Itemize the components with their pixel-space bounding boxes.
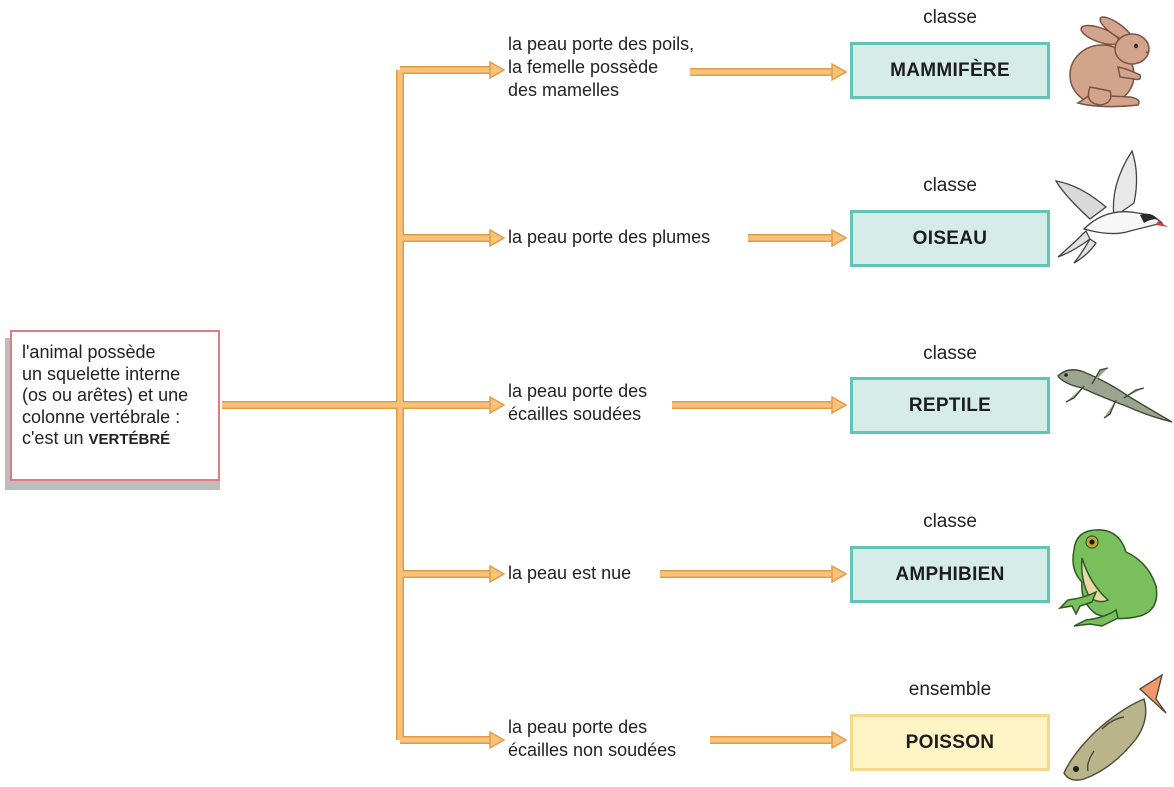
criterion-line: la peau est nue bbox=[508, 563, 632, 583]
frog-icon bbox=[1057, 529, 1158, 627]
criterion-line: la peau porte des plumes bbox=[508, 227, 711, 247]
root-line: colonne vertébrale : bbox=[22, 406, 181, 427]
arrowhead bbox=[831, 62, 848, 82]
fish-icon bbox=[1063, 673, 1167, 781]
criterion-reptile: la peau porte des écailles soudées bbox=[508, 380, 647, 426]
criterion-fish: la peau porte des écailles non soudées bbox=[508, 716, 676, 762]
class-box-mammifere: MAMMIFÈRE bbox=[850, 42, 1050, 99]
criterion-line: la peau porte des bbox=[508, 717, 648, 737]
class-box-oiseau: OISEAU bbox=[850, 210, 1050, 267]
bird-icon bbox=[1054, 149, 1168, 264]
set-box-poisson: POISSON bbox=[850, 714, 1050, 771]
level-label: ensemble bbox=[908, 679, 992, 700]
arrowhead bbox=[831, 564, 848, 584]
arrowhead bbox=[489, 60, 506, 80]
criterion-mammal: la peau porte des poils, la femelle poss… bbox=[508, 33, 694, 102]
arrowhead bbox=[831, 228, 848, 248]
root-conclusion-prefix: c'est un bbox=[22, 428, 89, 448]
class-label: POISSON bbox=[905, 731, 995, 753]
class-label: REPTILE bbox=[908, 394, 992, 416]
level-label: classe bbox=[923, 7, 977, 28]
criterion-line: la femelle possède bbox=[508, 57, 659, 77]
arrowhead bbox=[831, 730, 848, 750]
criterion-line: la peau porte des bbox=[508, 381, 648, 401]
criterion-line: écailles non soudées bbox=[508, 740, 677, 760]
rabbit-icon bbox=[1069, 16, 1150, 108]
level-label: classe bbox=[923, 511, 977, 532]
level-label: classe bbox=[923, 343, 977, 364]
arrowhead bbox=[489, 564, 506, 584]
root-conclusion: c'est un VERTÉBRÉ bbox=[22, 428, 210, 451]
class-box-amphibien: AMPHIBIEN bbox=[850, 546, 1050, 603]
root-line: (os ou arêtes) et une bbox=[22, 385, 189, 405]
root-line: un squelette interne bbox=[22, 363, 181, 384]
level-label: classe bbox=[923, 175, 977, 196]
arrowhead bbox=[831, 395, 848, 415]
criterion-amphibian: la peau est nue bbox=[508, 562, 631, 585]
criterion-line: des mamelles bbox=[508, 80, 620, 100]
arrowhead bbox=[489, 228, 506, 248]
criterion-line: la peau porte des poils, bbox=[508, 34, 695, 54]
class-label: OISEAU bbox=[912, 227, 988, 249]
arrowhead bbox=[489, 730, 506, 750]
criterion-bird: la peau porte des plumes bbox=[508, 226, 710, 249]
root-definition-box: l'animal possède un squelette interne (o… bbox=[10, 330, 220, 481]
arrowhead bbox=[489, 395, 506, 415]
root-conclusion-keyword: VERTÉBRÉ bbox=[88, 431, 171, 448]
criterion-line: écailles soudées bbox=[508, 404, 642, 424]
class-box-reptile: REPTILE bbox=[850, 377, 1050, 434]
class-label: AMPHIBIEN bbox=[895, 563, 1005, 585]
class-label: MAMMIFÈRE bbox=[890, 59, 1010, 81]
lizard-icon bbox=[1057, 367, 1173, 423]
root-line: l'animal possède bbox=[22, 342, 156, 362]
